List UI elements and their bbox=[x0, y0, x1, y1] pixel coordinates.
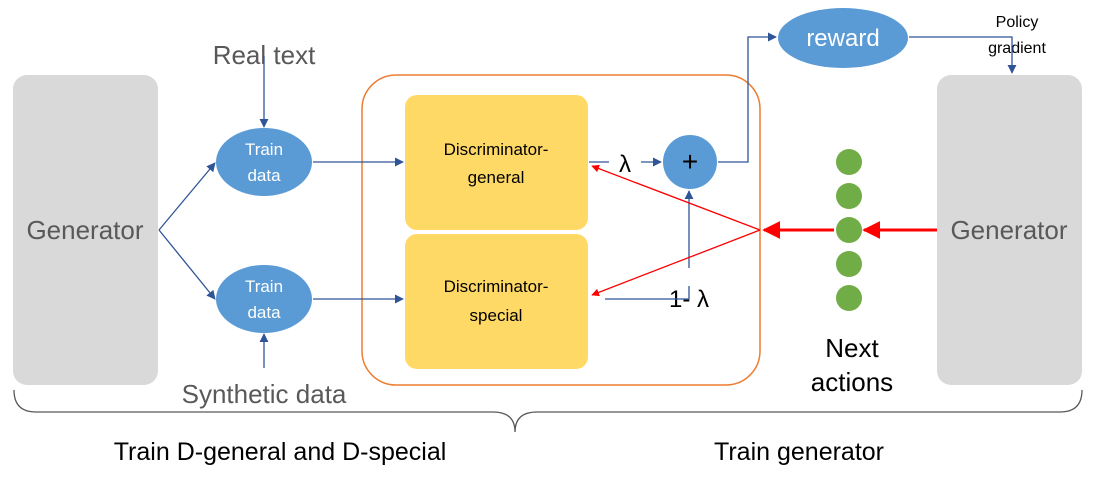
line-special-weight bbox=[605, 286, 690, 300]
action-dot bbox=[836, 183, 862, 209]
arrow-policy-gradient bbox=[909, 36, 1017, 74]
generator-left-label: Generator bbox=[26, 215, 143, 245]
discriminator-special: Discriminator- special bbox=[405, 234, 588, 369]
reward-label: reward bbox=[806, 25, 879, 52]
action-dot bbox=[836, 251, 862, 277]
policy-gradient-line2: gradient bbox=[988, 40, 1046, 57]
train-data-top-line2: data bbox=[247, 166, 281, 185]
arrow-gen-to-train-bottom bbox=[158, 229, 216, 300]
next-actions-line2: actions bbox=[811, 367, 893, 397]
reward-node: reward bbox=[778, 8, 908, 68]
action-dot bbox=[836, 285, 862, 311]
train-data-bottom: Train data bbox=[216, 265, 312, 333]
arrow-plus-to-reward bbox=[718, 32, 777, 163]
discriminator-special-line2: special bbox=[470, 306, 523, 325]
arrow-to-discriminator-special bbox=[591, 229, 761, 297]
blue-arrows bbox=[158, 32, 1017, 368]
arrow-to-discriminator-general bbox=[591, 164, 761, 231]
policy-gradient-line1: Policy bbox=[996, 14, 1039, 31]
next-actions-dots bbox=[836, 149, 862, 311]
action-dot bbox=[836, 149, 862, 175]
train-data-top: Train data bbox=[216, 128, 312, 196]
action-dot bbox=[836, 217, 862, 243]
train-data-bottom-line2: data bbox=[247, 303, 281, 322]
discriminator-general-line1: Discriminator- bbox=[444, 140, 549, 159]
red-arrows bbox=[591, 164, 937, 297]
discriminator-general-line2: general bbox=[468, 168, 525, 187]
generator-right: Generator bbox=[937, 75, 1082, 385]
generator-right-label: Generator bbox=[950, 215, 1067, 245]
plus-sign: + bbox=[682, 146, 698, 177]
sum-node: + bbox=[663, 135, 717, 189]
discriminator-special-line1: Discriminator- bbox=[444, 277, 549, 296]
next-actions-line1: Next bbox=[825, 333, 879, 363]
generator-left: Generator bbox=[13, 75, 158, 385]
discriminator-general: Discriminator- general bbox=[405, 95, 588, 230]
bracket bbox=[13, 389, 1083, 433]
train-data-top-line1: Train bbox=[245, 140, 283, 159]
arrow-gen-to-train-top bbox=[158, 162, 216, 231]
synthetic-data-label: Synthetic data bbox=[182, 379, 347, 409]
train-data-bottom-line1: Train bbox=[245, 277, 283, 296]
bracket-right-label: Train generator bbox=[714, 438, 884, 466]
bracket-left-label: Train D-general and D-special bbox=[114, 438, 447, 466]
lambda-label: λ bbox=[619, 151, 631, 178]
